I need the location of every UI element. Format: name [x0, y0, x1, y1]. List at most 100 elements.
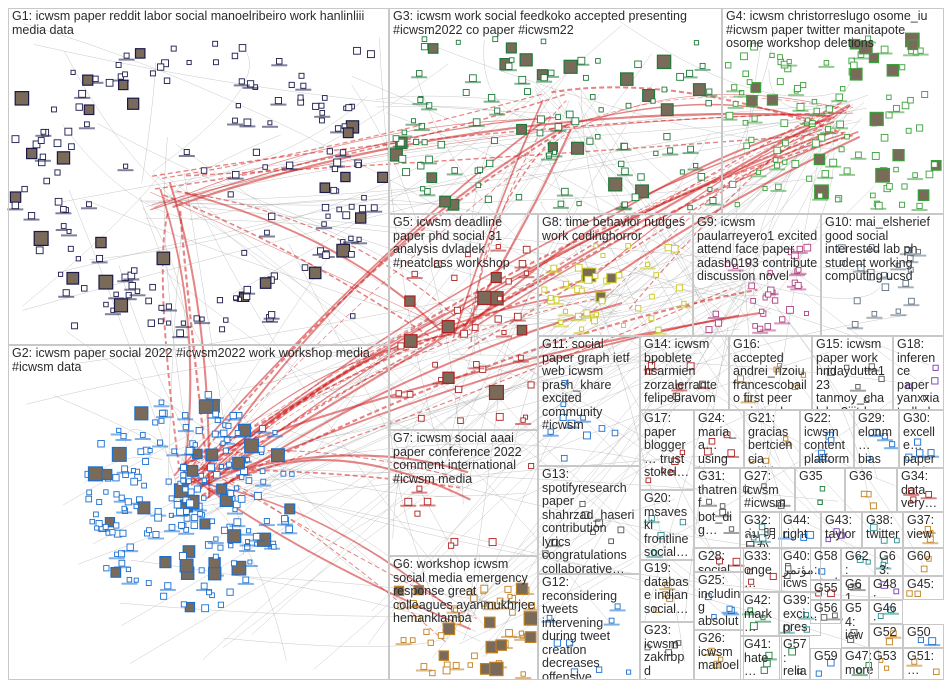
group-label: G9: icwsm paularreyero1 excited attend f…	[697, 216, 818, 284]
group-box-g25: G25: including absolut…	[694, 572, 744, 630]
group-label: G11: social paper graph ietf web icwsm p…	[542, 338, 637, 433]
group-box-g57: G57: relia…	[779, 636, 810, 680]
group-box-g17: G17: paper blogger… trust stokel…	[640, 410, 694, 490]
group-box-g10: G10: mai_elsherief good social intereste…	[821, 214, 944, 336]
group-label: G60	[907, 550, 941, 564]
group-label: G22: icwsm content platform…	[804, 412, 851, 468]
group-box-g28: G28: social icwsm…	[694, 548, 744, 572]
group-label: G25: including absolut…	[698, 574, 741, 630]
group-box-g32: G32: ล่ม 明 日から…	[740, 512, 782, 548]
group-label: G56: dat…	[814, 602, 838, 624]
group-box-g27: G27: icwsm #icwsm2…	[740, 468, 795, 512]
group-label: G52	[873, 626, 900, 640]
group-box-g16: G16: accepted andrei_rizoiu francescobai…	[729, 336, 812, 410]
group-label: G17: paper blogger… trust stokel…	[644, 412, 691, 480]
group-box-g8: G8: time behavior nudges work codinghorr…	[538, 214, 693, 336]
group-label: G21: gracias bertciencia sólido…	[748, 412, 797, 468]
group-box-g6: G6: workshop icwsm social media emergenc…	[389, 556, 538, 680]
group-box-g1: G1: icwsm paper reddit labor social mano…	[8, 8, 389, 345]
group-box-g63: G63: findi…	[875, 548, 903, 576]
group-box-g61: G61	[841, 576, 869, 600]
group-label: G38: twitter…	[866, 514, 900, 548]
group-label: G29: elonm… bias #usa1	[858, 412, 896, 468]
group-box-g31: G31: thatrenf bot_dig…	[694, 468, 740, 548]
group-box-g50: G50	[903, 624, 944, 648]
group-box-g43: G43: taylor…	[821, 512, 862, 548]
group-label: G43: taylor…	[825, 514, 859, 548]
group-label: G61	[845, 578, 866, 600]
group-label: G48:…	[873, 578, 900, 600]
group-label: G62: wom…	[845, 550, 872, 576]
group-box-g29: G29: elonm… bias #usa1	[854, 410, 899, 468]
group-label: G19: database indian social…	[644, 562, 691, 616]
group-box-g35: G35	[795, 468, 845, 512]
group-label: G34: data very…	[901, 470, 941, 511]
group-box-g13: G13: spotifyresearch paper shahrzad_hase…	[538, 466, 640, 574]
group-box-g18: G18: inference paper yanxxia tedhche…	[893, 336, 944, 410]
group-box-g38: G38: twitter…	[862, 512, 903, 548]
group-box-g14: G14: icwsm bpoblete hsarmien zorzalerran…	[640, 336, 729, 410]
group-label: G26: icwsm manoel…	[698, 632, 741, 680]
group-label: G37: view…	[907, 514, 941, 548]
group-label: G50	[907, 626, 941, 640]
group-box-g34: G34: data very…	[897, 468, 944, 512]
group-label: G46:…	[873, 602, 900, 624]
group-box-g59: G59	[810, 648, 841, 680]
group-box-g3: G3: icwsm work social feedkoko accepted …	[389, 8, 722, 214]
group-box-g33: G33: onge…	[740, 548, 782, 592]
group-label: G23: icwsm zakirbpd kumar…	[644, 624, 691, 680]
group-label: G20: msaveski frontline social…	[644, 492, 691, 560]
group-box-g53: G53	[869, 648, 903, 680]
group-label: G54: icw…	[845, 602, 866, 648]
group-label: G42: mark…	[744, 594, 776, 635]
group-box-g41: G41: hate…	[740, 636, 782, 680]
group-label: G27: icwsm #icwsm2…	[744, 470, 792, 512]
group-label: G6: workshop icwsm social media emergenc…	[393, 558, 535, 626]
group-label: G3: icwsm work social feedkoko accepted …	[393, 10, 719, 37]
group-label: G59	[814, 650, 838, 664]
group-box-g52: G52	[869, 624, 903, 648]
group-box-g24: G24: maria_a… using icwsm…	[694, 410, 744, 468]
group-label: G16: accepted andrei_rizoiu francescobai…	[733, 338, 809, 410]
group-label: G1: icwsm paper reddit labor social mano…	[12, 10, 386, 37]
group-label: G30: excelle… paper saviag…	[903, 412, 941, 468]
group-label: G12: reconsidering tweets intervening du…	[542, 576, 637, 680]
group-label: G7: icwsm social aaai paper conference 2…	[393, 432, 535, 486]
group-box-g22: G22: icwsm content platform…	[800, 410, 854, 468]
group-box-g45: G45:…	[903, 576, 944, 600]
group-label: G44: right	[783, 514, 818, 541]
group-label: G51:…	[907, 650, 941, 677]
group-box-g23: G23: icwsm zakirbpd kumar…	[640, 622, 694, 680]
group-label: G8: time behavior nudges work codinghorr…	[542, 216, 690, 243]
group-box-g20: G20: msaveski frontline social…	[640, 490, 694, 560]
group-box-g42: G42: mark…	[740, 592, 779, 636]
group-box-g62: G62: wom…	[841, 548, 875, 576]
group-box-g5: G5: icwsm deadline paper phd social 31 a…	[389, 214, 538, 430]
group-label: G63: findi…	[879, 550, 900, 576]
group-box-g54: G54: icw…	[841, 600, 869, 648]
group-box-g55: G55	[810, 580, 841, 600]
group-label: G18: inference paper yanxxia tedhche…	[897, 338, 941, 410]
group-box-g37: G37: view…	[903, 512, 944, 548]
group-label: G45:…	[907, 578, 941, 600]
group-box-g21: G21: gracias bertciencia sólido…	[744, 410, 800, 468]
group-label: G31: thatrenf bot_dig…	[698, 470, 737, 538]
group-label: G33: onge…	[744, 550, 779, 591]
group-box-g48: G48:…	[869, 576, 903, 600]
group-label: G24: maria_a… using icwsm…	[698, 412, 741, 468]
group-box-g36: G36	[845, 468, 897, 512]
group-box-g7: G7: icwsm social aaai paper conference 2…	[389, 430, 538, 556]
group-box-g12: G12: reconsidering tweets intervening du…	[538, 574, 640, 680]
group-box-g60: G60	[903, 548, 944, 576]
group-box-g2: G2: icwsm paper social 2022 #icwsm2022 w…	[8, 345, 389, 680]
group-label: G32: ล่ม 明 日から…	[744, 514, 779, 548]
group-box-g58: G58: stud…	[810, 548, 841, 580]
group-label: G15: icwsm paper work hridaydutta123 tan…	[816, 338, 890, 410]
group-box-g46: G46:…	[869, 600, 903, 624]
group-box-g11: G11: social paper graph ietf web icwsm p…	[538, 336, 640, 466]
group-box-g15: G15: icwsm paper work hridaydutta123 tan…	[812, 336, 893, 410]
group-label: G2: icwsm paper social 2022 #icwsm2022 w…	[12, 347, 386, 374]
group-box-g44: G44: right	[779, 512, 821, 548]
group-label: G35	[799, 470, 842, 484]
